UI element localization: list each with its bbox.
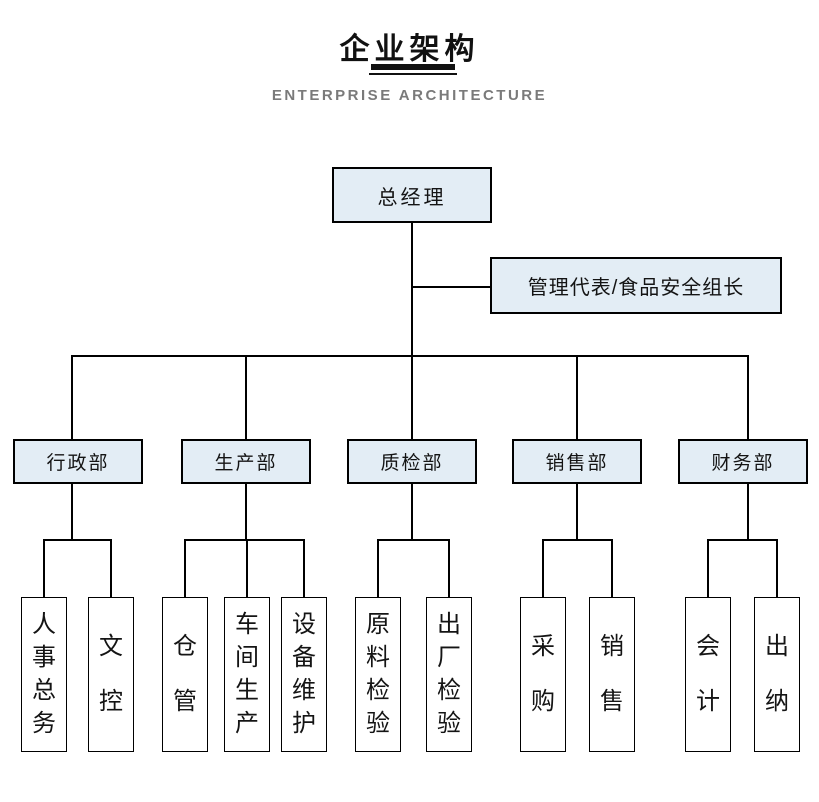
org-node-child-char: 控 — [99, 688, 123, 715]
org-node-child-char: 购 — [531, 688, 555, 715]
org-node-child-3-1: 原料检验 — [355, 597, 401, 752]
connector-child-drop — [303, 540, 305, 598]
org-node-general-manager: 总经理 — [332, 167, 492, 223]
org-node-management-representative: 管理代表/食品安全组长 — [490, 257, 782, 314]
org-node-child-char: 事 — [32, 644, 56, 671]
org-node-child-char: 护 — [292, 710, 316, 737]
org-node-child-char: 验 — [437, 710, 461, 737]
org-node-dept-3: 质检部 — [347, 439, 477, 484]
connector-child-bus — [377, 539, 450, 541]
org-node-child-char: 验 — [366, 710, 390, 737]
connector-dept-bus — [71, 355, 749, 357]
org-node-child-4-1: 采购 — [520, 597, 566, 752]
connector-root-trunk — [411, 223, 413, 357]
org-node-dept-4: 销售部 — [512, 439, 642, 484]
org-node-child-2-2: 车间生产 — [224, 597, 270, 752]
org-node-child-char: 原 — [366, 611, 390, 638]
org-node-child-char: 销 — [600, 633, 624, 660]
org-node-child-char: 纳 — [765, 688, 789, 715]
org-node-child-char: 备 — [292, 644, 316, 671]
connector-child-drop — [184, 540, 186, 598]
org-node-child-char: 售 — [600, 688, 624, 715]
org-node-child-char: 检 — [437, 677, 461, 704]
org-node-child-char: 计 — [696, 688, 720, 715]
org-node-child-char: 总 — [32, 677, 56, 704]
org-node-child-char: 采 — [531, 633, 555, 660]
org-node-child-char: 人 — [32, 611, 56, 638]
connector-child-drop — [776, 540, 778, 598]
org-node-child-char: 设 — [292, 611, 316, 638]
org-node-dept-1: 行政部 — [13, 439, 143, 484]
org-node-child-char: 车 — [235, 611, 259, 638]
org-node-child-char: 出 — [437, 611, 461, 638]
connector-child-bus — [707, 539, 778, 541]
org-node-child-char: 间 — [235, 644, 259, 671]
connector-child-drop — [611, 540, 613, 598]
page-subtitle: ENTERPRISE ARCHITECTURE — [271, 87, 548, 104]
org-node-child-2-3: 设备维护 — [281, 597, 327, 752]
org-node-child-1-1: 人事总务 — [21, 597, 67, 752]
page-title: 企业架构 — [339, 33, 480, 66]
connector-dept-trunk — [245, 484, 247, 541]
org-node-child-char: 文 — [99, 633, 123, 660]
connector-dept-drop — [747, 356, 749, 440]
connector-dept-trunk — [411, 484, 413, 541]
org-node-child-char: 厂 — [437, 644, 461, 671]
connector-child-drop — [707, 540, 709, 598]
org-node-child-char: 产 — [235, 710, 259, 737]
org-node-child-char: 管 — [173, 688, 197, 715]
connector-child-drop — [43, 540, 45, 598]
org-node-child-4-2: 销售 — [589, 597, 635, 752]
connector-child-drop — [377, 540, 379, 598]
connector-dept-drop — [576, 356, 578, 440]
org-node-child-1-2: 文控 — [88, 597, 134, 752]
connector-dept-drop — [411, 356, 413, 440]
connector-dept-trunk — [576, 484, 578, 541]
org-node-dept-5: 财务部 — [678, 439, 808, 484]
connector-child-bus — [542, 539, 613, 541]
org-node-child-char: 务 — [32, 710, 56, 737]
connector-child-drop — [448, 540, 450, 598]
org-node-child-char: 料 — [366, 644, 390, 671]
org-node-child-3-2: 出厂检验 — [426, 597, 472, 752]
connector-child-drop — [110, 540, 112, 598]
org-node-child-char: 生 — [235, 677, 259, 704]
org-node-child-char: 出 — [765, 633, 789, 660]
connector-child-bus — [184, 539, 305, 541]
connector-dept-trunk — [747, 484, 749, 541]
org-node-child-char: 检 — [366, 677, 390, 704]
title-underline-thin — [369, 73, 457, 75]
org-node-child-char: 仓 — [173, 633, 197, 660]
connector-dept-drop — [71, 356, 73, 440]
connector-staff-branch — [411, 286, 491, 288]
connector-child-bus — [43, 539, 112, 541]
connector-dept-trunk — [71, 484, 73, 541]
org-node-child-5-2: 出纳 — [754, 597, 800, 752]
org-node-child-2-1: 仓管 — [162, 597, 208, 752]
org-node-dept-2: 生产部 — [181, 439, 311, 484]
connector-child-drop — [542, 540, 544, 598]
org-node-child-5-1: 会计 — [685, 597, 731, 752]
title-underline-thick — [371, 64, 455, 70]
connector-child-drop — [246, 540, 248, 598]
org-node-child-char: 维 — [292, 677, 316, 704]
connector-dept-drop — [245, 356, 247, 440]
org-node-child-char: 会 — [696, 633, 720, 660]
